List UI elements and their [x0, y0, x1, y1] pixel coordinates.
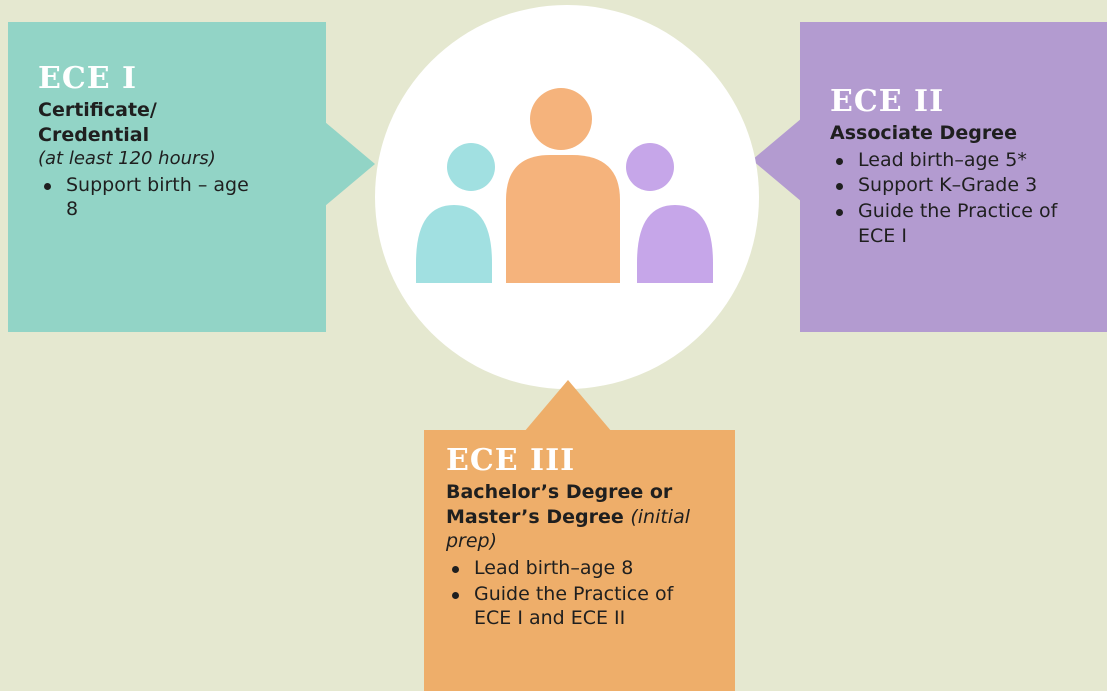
ece1-role-item: Support birth – age 8 [38, 173, 253, 222]
person-right-icon [626, 143, 713, 283]
ece3-role-item: Guide the Practice of ECE I and ECE II [446, 582, 706, 631]
ece3-pointer [524, 380, 612, 432]
person-left-icon [416, 143, 495, 283]
person-center-icon [506, 88, 620, 283]
ece2-role-item: Support K–Grade 3 [830, 173, 1100, 198]
ece3-role-item: Lead birth–age 8 [446, 556, 706, 581]
ece1-role-list: Support birth – age 8 [38, 173, 253, 222]
ece3-degree-line2: Master’s Degree (initial prep) [446, 505, 731, 554]
ece3-degree-name: Master’s Degree [446, 505, 624, 528]
ece3-degree-line1: Bachelor’s Degree or [446, 481, 673, 503]
ece1-degree-line2: Credential [38, 123, 150, 146]
ece1-panel: ECE I Certificate/ Credential (at least … [8, 22, 326, 332]
people-group-icon [375, 5, 759, 389]
ece2-title: ECE II [830, 84, 945, 119]
ece1-hours-note: (at least 120 hours) [38, 148, 216, 170]
ece3-role-list: Lead birth–age 8 Guide the Practice of E… [446, 556, 706, 631]
ece3-title: ECE III [446, 443, 576, 478]
ece3-degree-note: (initial prep) [446, 505, 691, 553]
ece1-pointer [325, 122, 375, 206]
ece2-panel: ECE II Associate Degree Lead birth–age 5… [800, 22, 1107, 332]
ece1-title: ECE I [38, 61, 138, 96]
ece2-pointer [752, 118, 802, 202]
ece2-role-item: Guide the Practice of ECE I [830, 199, 1058, 248]
ece2-role-list: Lead birth–age 5* Support K–Grade 3 Guid… [830, 148, 1100, 249]
ece3-panel: ECE III Bachelor’s Degree or Master’s De… [424, 430, 735, 691]
ece1-degree-line1: Certificate/ [38, 99, 157, 121]
ece2-role-item: Lead birth–age 5* [830, 148, 1100, 173]
ece2-degree: Associate Degree [830, 122, 1017, 144]
